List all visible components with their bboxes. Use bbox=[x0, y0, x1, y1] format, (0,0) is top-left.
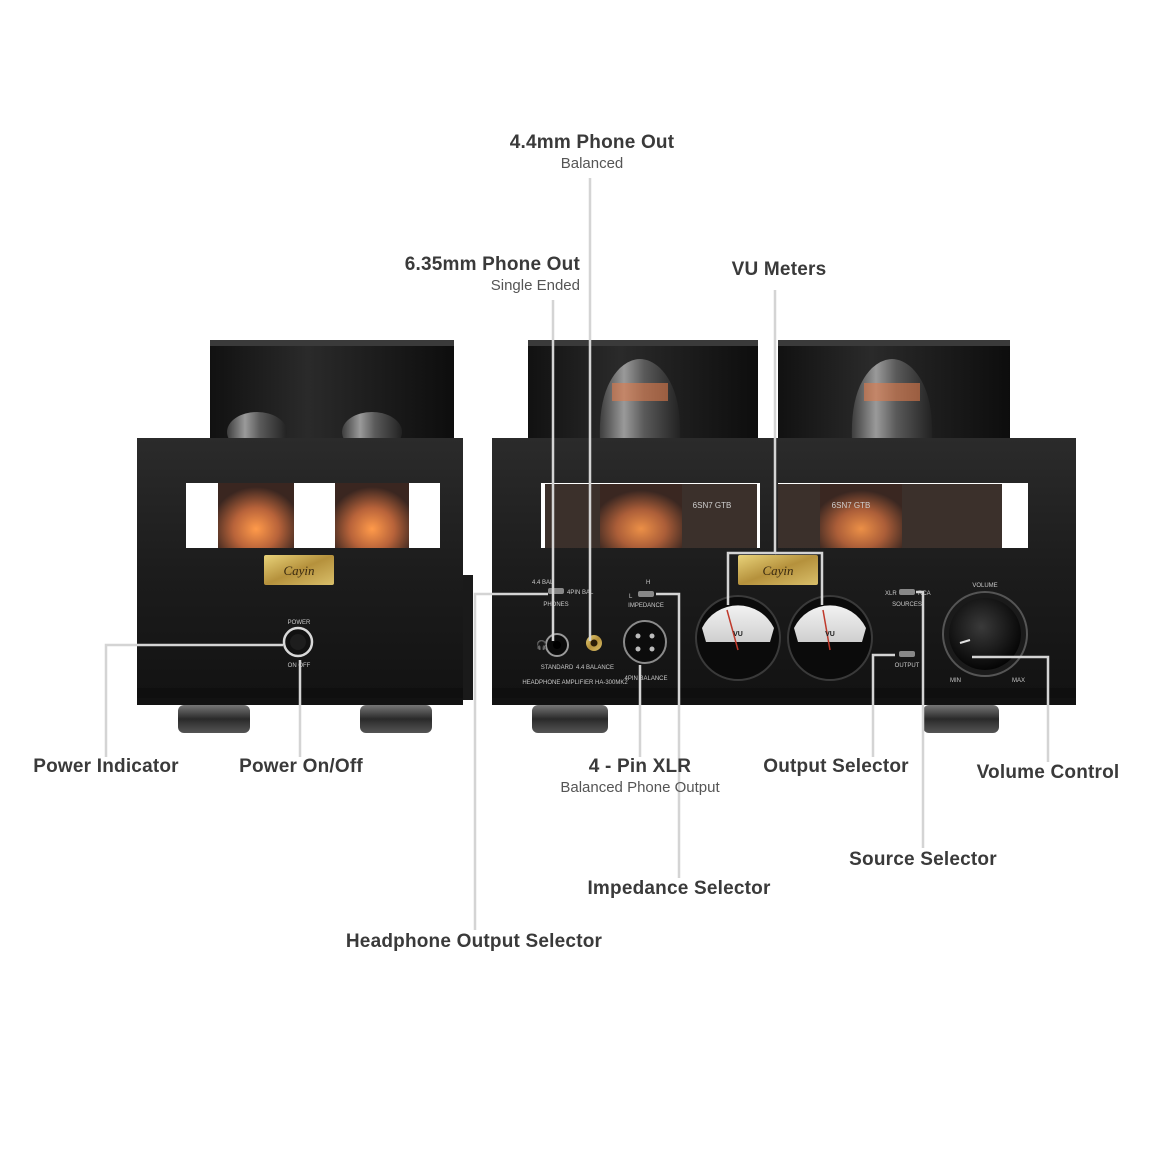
phones-label: PHONES bbox=[543, 602, 568, 608]
leader-source bbox=[916, 590, 925, 848]
output-label: OUTPUT bbox=[895, 663, 920, 669]
callout-volume-control: Volume Control bbox=[977, 762, 1120, 784]
model-label: HEADPHONE AMPLIFIER HA-300MK2 bbox=[522, 680, 628, 686]
callout-source-selector: Source Selector bbox=[849, 849, 997, 871]
amplifier-unit: 6SN7 GTB 6SN7 GTB Cayin 4.4 BAL 4PIN BAL… bbox=[492, 340, 1076, 733]
source-xlr-label: XLR bbox=[885, 591, 897, 597]
callout-title: 4.4mm Phone Out bbox=[509, 132, 675, 153]
callout-title: Power On/Off bbox=[239, 756, 363, 777]
volume-max-label: MAX bbox=[1012, 678, 1025, 684]
impedance-label: IMPEDANCE bbox=[628, 603, 664, 609]
leader-volume bbox=[972, 655, 1050, 762]
xlr-4pin-jack[interactable] bbox=[623, 620, 667, 664]
vu-label: VU bbox=[825, 631, 835, 638]
sources-label: SOURCES bbox=[892, 602, 922, 608]
callout-impedance-selector: Impedance Selector bbox=[587, 878, 770, 900]
callout-power-onoff: Power On/Off bbox=[239, 756, 363, 778]
output-switch[interactable] bbox=[899, 651, 915, 657]
impedance-l-label: L bbox=[629, 594, 633, 600]
source-rca-label: RCA bbox=[918, 591, 931, 597]
leader-power-indicator bbox=[104, 643, 283, 757]
callout-subtitle: Single Ended bbox=[490, 277, 580, 294]
leader-headphone-output bbox=[473, 592, 548, 930]
standard-label: STANDARD bbox=[541, 665, 574, 671]
phones-opt-label: 4PIN BAL bbox=[567, 590, 594, 596]
foot bbox=[532, 705, 608, 733]
callout-phone-out-635: 6.35mm Phone Out Single Ended bbox=[405, 254, 580, 294]
xlr-4pin-label: 4PIN BALANCE bbox=[624, 676, 667, 682]
foot bbox=[178, 705, 250, 733]
impedance-h-label: H bbox=[646, 580, 650, 586]
volume-min-label: MIN bbox=[950, 678, 961, 684]
leader-vu bbox=[726, 290, 777, 605]
source-switch[interactable] bbox=[899, 589, 915, 595]
callout-subtitle: Balanced bbox=[560, 155, 624, 172]
foot bbox=[360, 705, 432, 733]
power-label: POWER bbox=[288, 620, 311, 626]
callout-output-selector: Output Selector bbox=[763, 756, 909, 778]
brand-logo-text: Cayin bbox=[283, 563, 314, 578]
headphone-output-switch[interactable] bbox=[548, 588, 564, 594]
callout-title: 6.35mm Phone Out bbox=[404, 254, 580, 275]
impedance-switch[interactable] bbox=[638, 591, 654, 597]
headphone-icon: 🎧 bbox=[536, 639, 547, 650]
leader-output-selector bbox=[871, 653, 895, 757]
brand-logo-plate bbox=[738, 555, 818, 585]
callout-title: Output Selector bbox=[763, 756, 909, 777]
callout-title: Headphone Output Selector bbox=[345, 931, 603, 952]
phones-opt-label: 4.4 BAL bbox=[532, 580, 554, 586]
balance-44-label: 4.4 BALANCE bbox=[576, 665, 614, 671]
callout-title: Volume Control bbox=[976, 762, 1120, 783]
vu-meter-left: VU bbox=[695, 595, 781, 681]
callout-vu-meters: VU Meters bbox=[732, 259, 827, 281]
callout-title: Impedance Selector bbox=[587, 878, 771, 899]
power-supply-unit: Cayin POWER ON OFF bbox=[137, 340, 473, 733]
leader-lines bbox=[104, 178, 1050, 930]
leader-impedance bbox=[656, 592, 681, 878]
callout-headphone-output-selector: Headphone Output Selector bbox=[346, 931, 602, 953]
brand-logo-plate bbox=[264, 555, 334, 585]
tube-marking: 6SN7 GTB bbox=[693, 501, 732, 510]
callout-phone-out-44: 4.4mm Phone Out Balanced bbox=[510, 132, 675, 172]
power-tube-left bbox=[599, 359, 681, 440]
callout-power-indicator: Power Indicator bbox=[33, 756, 179, 778]
brand-logo-text: Cayin bbox=[762, 563, 793, 578]
callout-title: 4 - Pin XLR bbox=[588, 756, 692, 777]
callout-title: Power Indicator bbox=[33, 756, 179, 777]
callout-subtitle: Balanced Phone Output bbox=[560, 779, 720, 796]
vu-meter-right: VU bbox=[787, 595, 873, 681]
foot bbox=[923, 705, 999, 733]
power-tube-right bbox=[851, 359, 933, 440]
vu-label: VU bbox=[733, 631, 743, 638]
callout-xlr-4pin: 4 - Pin XLR Balanced Phone Output bbox=[560, 756, 719, 796]
tube-marking: 6SN7 GTB bbox=[832, 501, 871, 510]
callout-title: VU Meters bbox=[731, 259, 827, 280]
volume-label: VOLUME bbox=[972, 583, 997, 589]
callout-title: Source Selector bbox=[849, 849, 997, 870]
